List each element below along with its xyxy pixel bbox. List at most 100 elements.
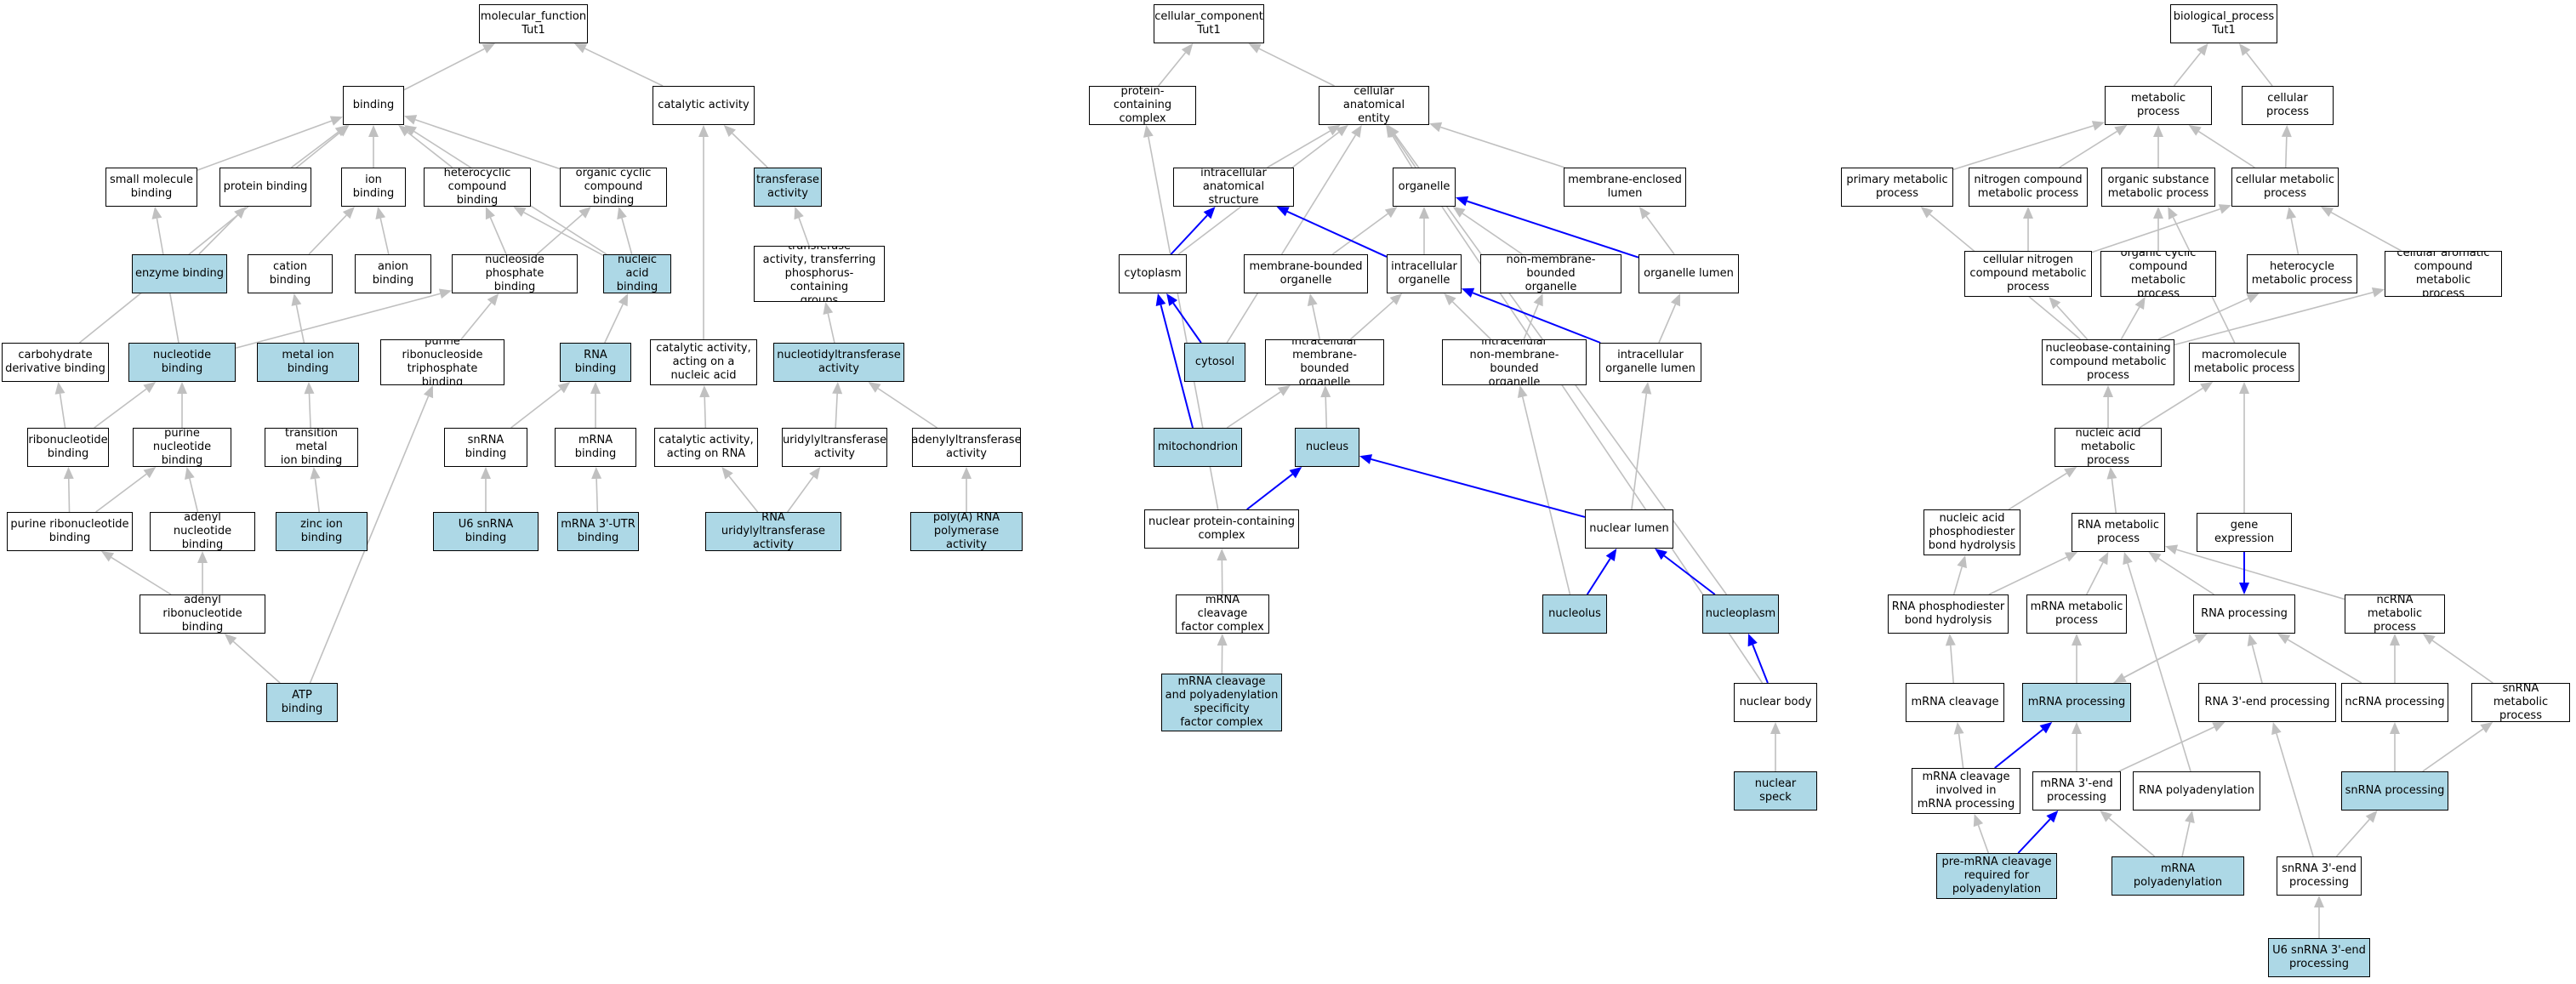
go-term-zinc-ion-binding: zinc ion binding xyxy=(276,512,368,551)
edge-nucleus-to-intracellular_membrane_bounded_organelle xyxy=(1325,396,1328,429)
arrowhead-purine_nucleotide_binding xyxy=(143,467,157,479)
arrowhead-nucleoside_phosphate_binding xyxy=(438,288,452,299)
arrowhead-rna_3end_processing xyxy=(2271,722,2282,736)
go-term-nucleolus: nucleolus xyxy=(1542,594,1607,634)
arrowhead-bp_root xyxy=(2238,43,2251,56)
arrowhead-purine_nucleotide_binding xyxy=(185,467,195,481)
go-term-nucleoplasm: nucleoplasm xyxy=(1702,594,1779,634)
go-term-mrna-processing: mRNA processing xyxy=(2022,683,2131,722)
arrowhead-organic_cyclic_compound_metabolic_process xyxy=(2134,297,2146,310)
edge-mrna_3end_processing-to-rna_3end_processing xyxy=(2118,726,2215,772)
arrowhead-metabolic_process xyxy=(2188,125,2202,136)
edge-nucleobase_containing_compound_metabolic_process-to-cellular_aromatic_compound_metabolic_process xyxy=(2174,292,2374,346)
edge-rna_metabolic_process-to-nucleic_acid_metabolic_process xyxy=(2111,478,2117,514)
edge-mrna_3utr_binding-to-mrna_binding xyxy=(596,478,599,513)
arrowhead-non_membrane_bounded_organelle xyxy=(1533,293,1543,307)
go-term-u6-snrna-3end-processing: U6 snRNA 3'-end processing xyxy=(2268,938,2370,977)
edge-snrna_metabolic_process-to-ncrna_metabolic_process xyxy=(2431,640,2493,684)
edge-nucleobase_containing_compound_metabolic_process-to-cellular_nitrogen_compound_metabolic_process xyxy=(2056,304,2089,340)
arrowhead-mf_root xyxy=(573,43,588,54)
edge-membrane_bounded_organelle-to-organelle xyxy=(1331,213,1388,255)
go-term-rna-phosphodiester-bond-hydrolysis: RNA phosphodiester bond hydrolysis xyxy=(1888,594,2009,634)
edge-rna_uridylyltransferase_activity-to-uridylyltransferase_activity xyxy=(787,475,814,513)
go-term-mrna-cleavage-involved: mRNA cleavage involved in mRNA processin… xyxy=(1912,768,2020,814)
go-term-mrna-metabolic-process: mRNA metabolic process xyxy=(2026,594,2127,634)
arrowhead-nitrogen_compound_metabolic_process xyxy=(2023,207,2033,219)
edge-ribonucleotide_binding-to-nucleotide_binding xyxy=(94,388,147,429)
go-term-nucleic-acid-metabolic-process: nucleic acid metabolic process xyxy=(2055,428,2162,467)
go-term-cellular-metabolic-process: cellular metabolic process xyxy=(2231,168,2339,207)
go-term-organic-cyclic-compound-binding: organic cyclic compound binding xyxy=(560,168,667,207)
go-term-nuclear-speck: nuclear speck xyxy=(1734,771,1817,811)
edge-nuclear_body-to-nucleoplasm xyxy=(1752,644,1769,684)
go-term-nucleobase-containing-compound-metabolic-process: nucleobase-containing compound metabolic… xyxy=(2042,339,2174,385)
arrowhead-cellular_anatomical_entity xyxy=(1388,125,1399,138)
arrowhead-metabolic_process xyxy=(2091,121,2105,131)
go-term-catalytic-activity: catalytic activity xyxy=(653,86,755,125)
arrowhead-metabolic_process xyxy=(2114,125,2128,136)
edge-transferase_activity-to-catalytic_activity xyxy=(732,133,768,168)
edge-pre_mrna_cleavage-to-mrna_3end_processing xyxy=(2017,818,2051,854)
arrowhead-uridylyltransferase_activity xyxy=(809,467,821,480)
arrowhead-ncrna_metabolic_process xyxy=(2390,634,2400,646)
arrowhead-macromolecule_metabolic_process xyxy=(2200,382,2214,393)
go-term-nucleic-acid-binding: nucleic acid binding xyxy=(603,254,671,293)
go-term-snrna-metabolic-process: snRNA metabolic process xyxy=(2471,683,2570,722)
go-term-gene-expression: gene expression xyxy=(2197,513,2292,552)
edge-metal_ion_binding-to-cation_binding xyxy=(295,304,305,344)
arrowhead-rna_binding xyxy=(557,382,571,394)
go-term-cc-root: cellular_component Tut1 xyxy=(1154,4,1264,43)
edge-nucleoplasm-to-nuclear_lumen xyxy=(1663,555,1716,595)
arrowhead-heterocyclic_compound_binding xyxy=(485,207,495,220)
edge-non_membrane_bounded_organelle-to-organelle xyxy=(1462,213,1523,255)
go-term-mitochondrion: mitochondrion xyxy=(1154,428,1242,467)
arrowhead-rna_polyadenylation xyxy=(2185,811,2195,823)
arrowhead-mrna_3end_processing xyxy=(2100,811,2112,822)
arrowhead-mrna_binding xyxy=(591,467,602,480)
edge-cellular_metabolic_process-to-metabolic_process xyxy=(2198,130,2255,168)
go-term-ncrna-processing: ncRNA processing xyxy=(2341,683,2448,722)
go-term-polya-rna-polymerase-activity: poly(A) RNA polymerase activity xyxy=(910,512,1023,551)
arrowhead-nucleoplasm xyxy=(1747,634,1758,647)
go-term-catalytic-activity-nucleic-acid: catalytic activity, acting on a nucleic … xyxy=(650,339,757,385)
edge-nucleotide_binding-to-nucleoside_phosphate_binding xyxy=(235,293,441,350)
edge-transferase_phosphorus-to-transferase_activity xyxy=(798,217,810,247)
edge-heterocycle_metabolic_process-to-cellular_metabolic_process xyxy=(2290,218,2300,255)
arrowhead-organelle_lumen xyxy=(1670,293,1681,307)
edge-nuclear_lumen-to-nucleus xyxy=(1371,458,1586,518)
go-term-small-molecule-binding: small molecule binding xyxy=(105,168,197,207)
edge-mrna_cleavage_involved-to-mrna_cleavage xyxy=(1958,733,1964,769)
edge-rna_phosphodiester_bond_hydrolysis-to-rna_metabolic_process xyxy=(1988,556,2067,595)
arrowhead-nucleoside_phosphate_binding xyxy=(487,293,499,306)
go-term-nucleus: nucleus xyxy=(1295,428,1359,467)
arrowhead-rna_3end_processing xyxy=(2212,722,2226,732)
go-term-heterocycle-metabolic-process: heterocycle metabolic process xyxy=(2247,254,2357,293)
arrowhead-cellular_process xyxy=(2281,125,2292,138)
arrowhead-cytoplasm xyxy=(1166,293,1178,306)
go-term-nuclear-body: nuclear body xyxy=(1734,683,1817,722)
go-term-non-membrane-bounded-organelle: non-membrane-bounded organelle xyxy=(1480,254,1621,293)
arrowhead-transition_metal_ion_binding xyxy=(310,467,321,480)
arrowhead-organic_substance_metabolic_process xyxy=(2168,207,2178,220)
go-term-intracellular-organelle-lumen: intracellular organelle lumen xyxy=(1599,343,1701,382)
go-term-atp-binding: ATP binding xyxy=(266,683,338,722)
arrowhead-intracellular_anatomical_structure xyxy=(1276,207,1290,217)
edge-nucleolus-to-nuclear_lumen xyxy=(1586,558,1611,595)
edge-mrna_polyadenylation-to-rna_polyadenylation xyxy=(2181,822,2191,857)
arrowhead-cellular_aromatic_compound_metabolic_process xyxy=(2371,287,2385,298)
arrowhead-rna_phosphodiester_bond_hydrolysis xyxy=(1945,634,1956,646)
go-term-ribonucleotide-binding: ribonucleotide binding xyxy=(27,428,109,467)
arrowhead-snrna_processing xyxy=(2365,811,2378,823)
arrowhead-rna_processing xyxy=(2239,583,2249,594)
go-term-binding: binding xyxy=(343,86,404,125)
edge-intracellular_non_membrane_bounded_organelle-to-intracellular_organelle xyxy=(1451,301,1492,340)
arrowhead-mrna_cleavage_involved xyxy=(1973,814,1984,828)
arrowhead-adenyl_ribonucleotide_binding xyxy=(224,634,237,646)
arrowhead-adenylyltransferase_activity xyxy=(961,467,972,479)
edge-small_molecule_binding-to-binding xyxy=(197,120,333,171)
go-term-primary-metabolic-process: primary metabolic process xyxy=(1841,168,1953,207)
edge-adenyl_ribonucleotide_binding-to-purine_ribonucleotide_binding xyxy=(111,556,172,595)
edge-snrna_3end_processing-to-snrna_processing xyxy=(2335,818,2370,857)
edge-ncrna_metabolic_process-to-rna_metabolic_process xyxy=(2176,549,2345,600)
edge-intracellular_organelle_lumen-to-organelle_lumen xyxy=(1658,304,1677,344)
